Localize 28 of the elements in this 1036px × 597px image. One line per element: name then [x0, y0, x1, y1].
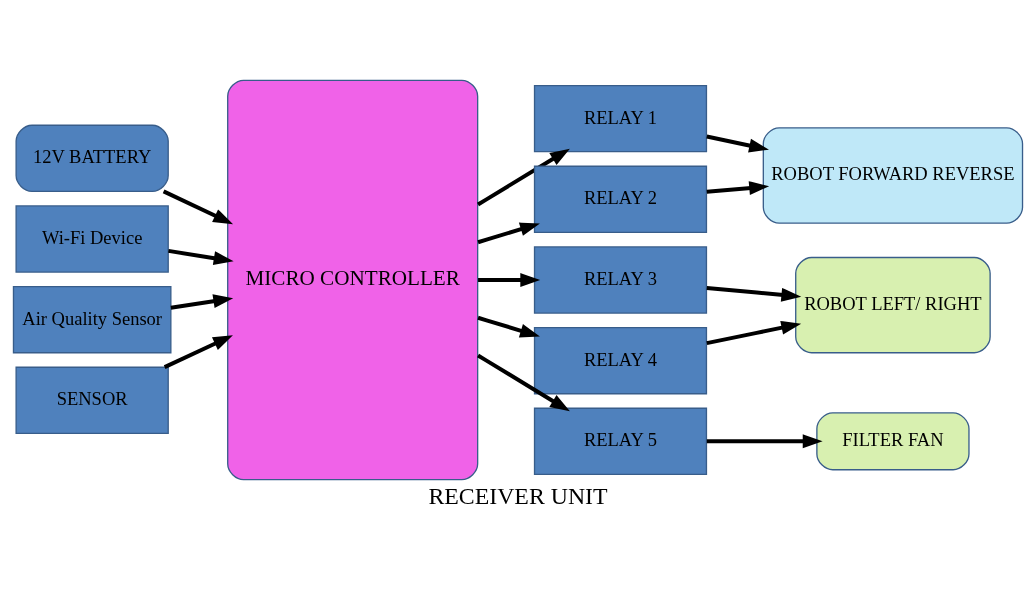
- node-box: FILTER FAN: [816, 412, 970, 471]
- caption: RECEIVER UNIT: [428, 483, 608, 510]
- arrow: [706, 320, 802, 346]
- arrow: [477, 353, 570, 412]
- arrow: [706, 181, 770, 195]
- arrow: [168, 248, 234, 266]
- node-box: ROBOT FORWARD REVERSE: [762, 127, 1024, 224]
- arrow: [477, 315, 540, 338]
- node-box: MICRO CONTROLLER: [227, 79, 479, 481]
- node-box: SENSOR: [15, 366, 169, 435]
- node-box: ROBOT LEFT/ RIGHT: [795, 256, 991, 354]
- node-box: RELAY 2: [533, 165, 708, 234]
- node-box: Wi-Fi Device: [15, 205, 169, 273]
- arrow: [478, 273, 541, 287]
- node-box: RELAY 3: [533, 246, 708, 314]
- arrow: [163, 335, 233, 369]
- arrow: [706, 434, 823, 449]
- node-box: Air Quality Sensor: [12, 285, 172, 354]
- node-box: RELAY 1: [533, 84, 708, 153]
- arrow: [170, 294, 234, 310]
- arrow: [706, 285, 802, 302]
- node-box: RELAY 4: [533, 326, 708, 395]
- arrow: [706, 134, 769, 153]
- arrow: [477, 148, 570, 207]
- arrow: [162, 189, 234, 225]
- node-box: RELAY 5: [533, 407, 708, 476]
- node-box: 12V BATTERY: [15, 124, 169, 193]
- arrow: [477, 222, 540, 245]
